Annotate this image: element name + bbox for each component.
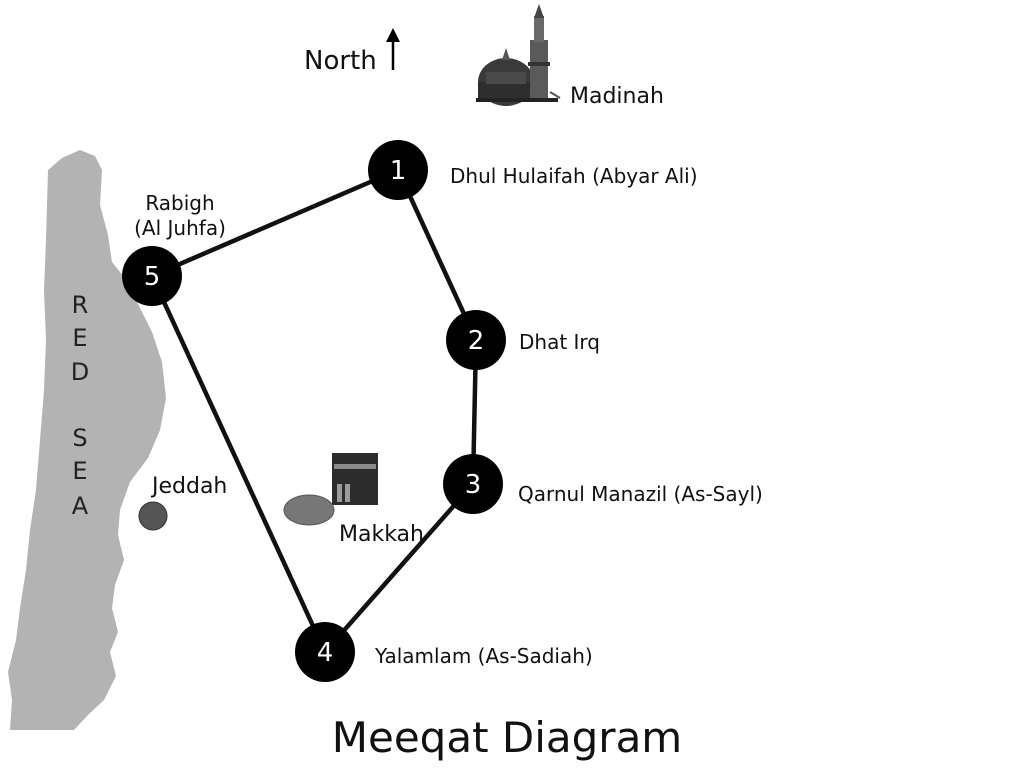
red-sea-shape <box>8 150 166 730</box>
station-number: 4 <box>317 638 334 668</box>
north-label: North <box>304 46 377 76</box>
edge-4-5 <box>149 273 328 655</box>
madinah-label: Madinah <box>570 84 664 109</box>
edge-1-2 <box>395 167 479 343</box>
jeddah-marker <box>138 501 168 531</box>
meeqat-boundary <box>149 167 479 655</box>
station-number: 3 <box>465 470 482 500</box>
sea-letter: E <box>72 457 87 485</box>
station-label: (Al Juhfa) <box>134 216 226 240</box>
station-label: Dhul Hulaifah (Abyar Ali) <box>450 164 698 188</box>
station-3: 3 <box>443 454 503 514</box>
station-label: Yalamlam (As-Sadiah) <box>374 644 593 668</box>
station-label: Rabigh <box>145 191 214 215</box>
station-5: 5 <box>122 246 182 306</box>
sea-letter: A <box>72 492 89 520</box>
station-label: Dhat Irq <box>519 330 600 354</box>
station-number: 2 <box>468 326 485 356</box>
station-2: 2 <box>446 310 506 370</box>
makkah-marker <box>283 494 335 526</box>
sea-letter: E <box>72 324 87 352</box>
diagram-title: Meeqat Diagram <box>332 713 682 762</box>
sea-letter: D <box>71 358 89 386</box>
makkah-label: Makkah <box>339 522 424 547</box>
station-number: 5 <box>144 262 161 292</box>
station-4: 4 <box>295 622 355 682</box>
kaaba-icon <box>332 453 378 505</box>
north-arrow-icon <box>386 28 400 70</box>
sea-letter: R <box>72 291 89 319</box>
sea-letter: S <box>72 424 87 452</box>
edge-5-1 <box>149 167 401 279</box>
jeddah-label: Jeddah <box>150 474 227 499</box>
station-number: 1 <box>390 156 407 186</box>
edge-3-4 <box>322 481 476 655</box>
station-label: Qarnul Manazil (As-Sayl) <box>518 482 763 506</box>
station-1: 1 <box>368 140 428 200</box>
mosque-icon <box>476 4 561 106</box>
